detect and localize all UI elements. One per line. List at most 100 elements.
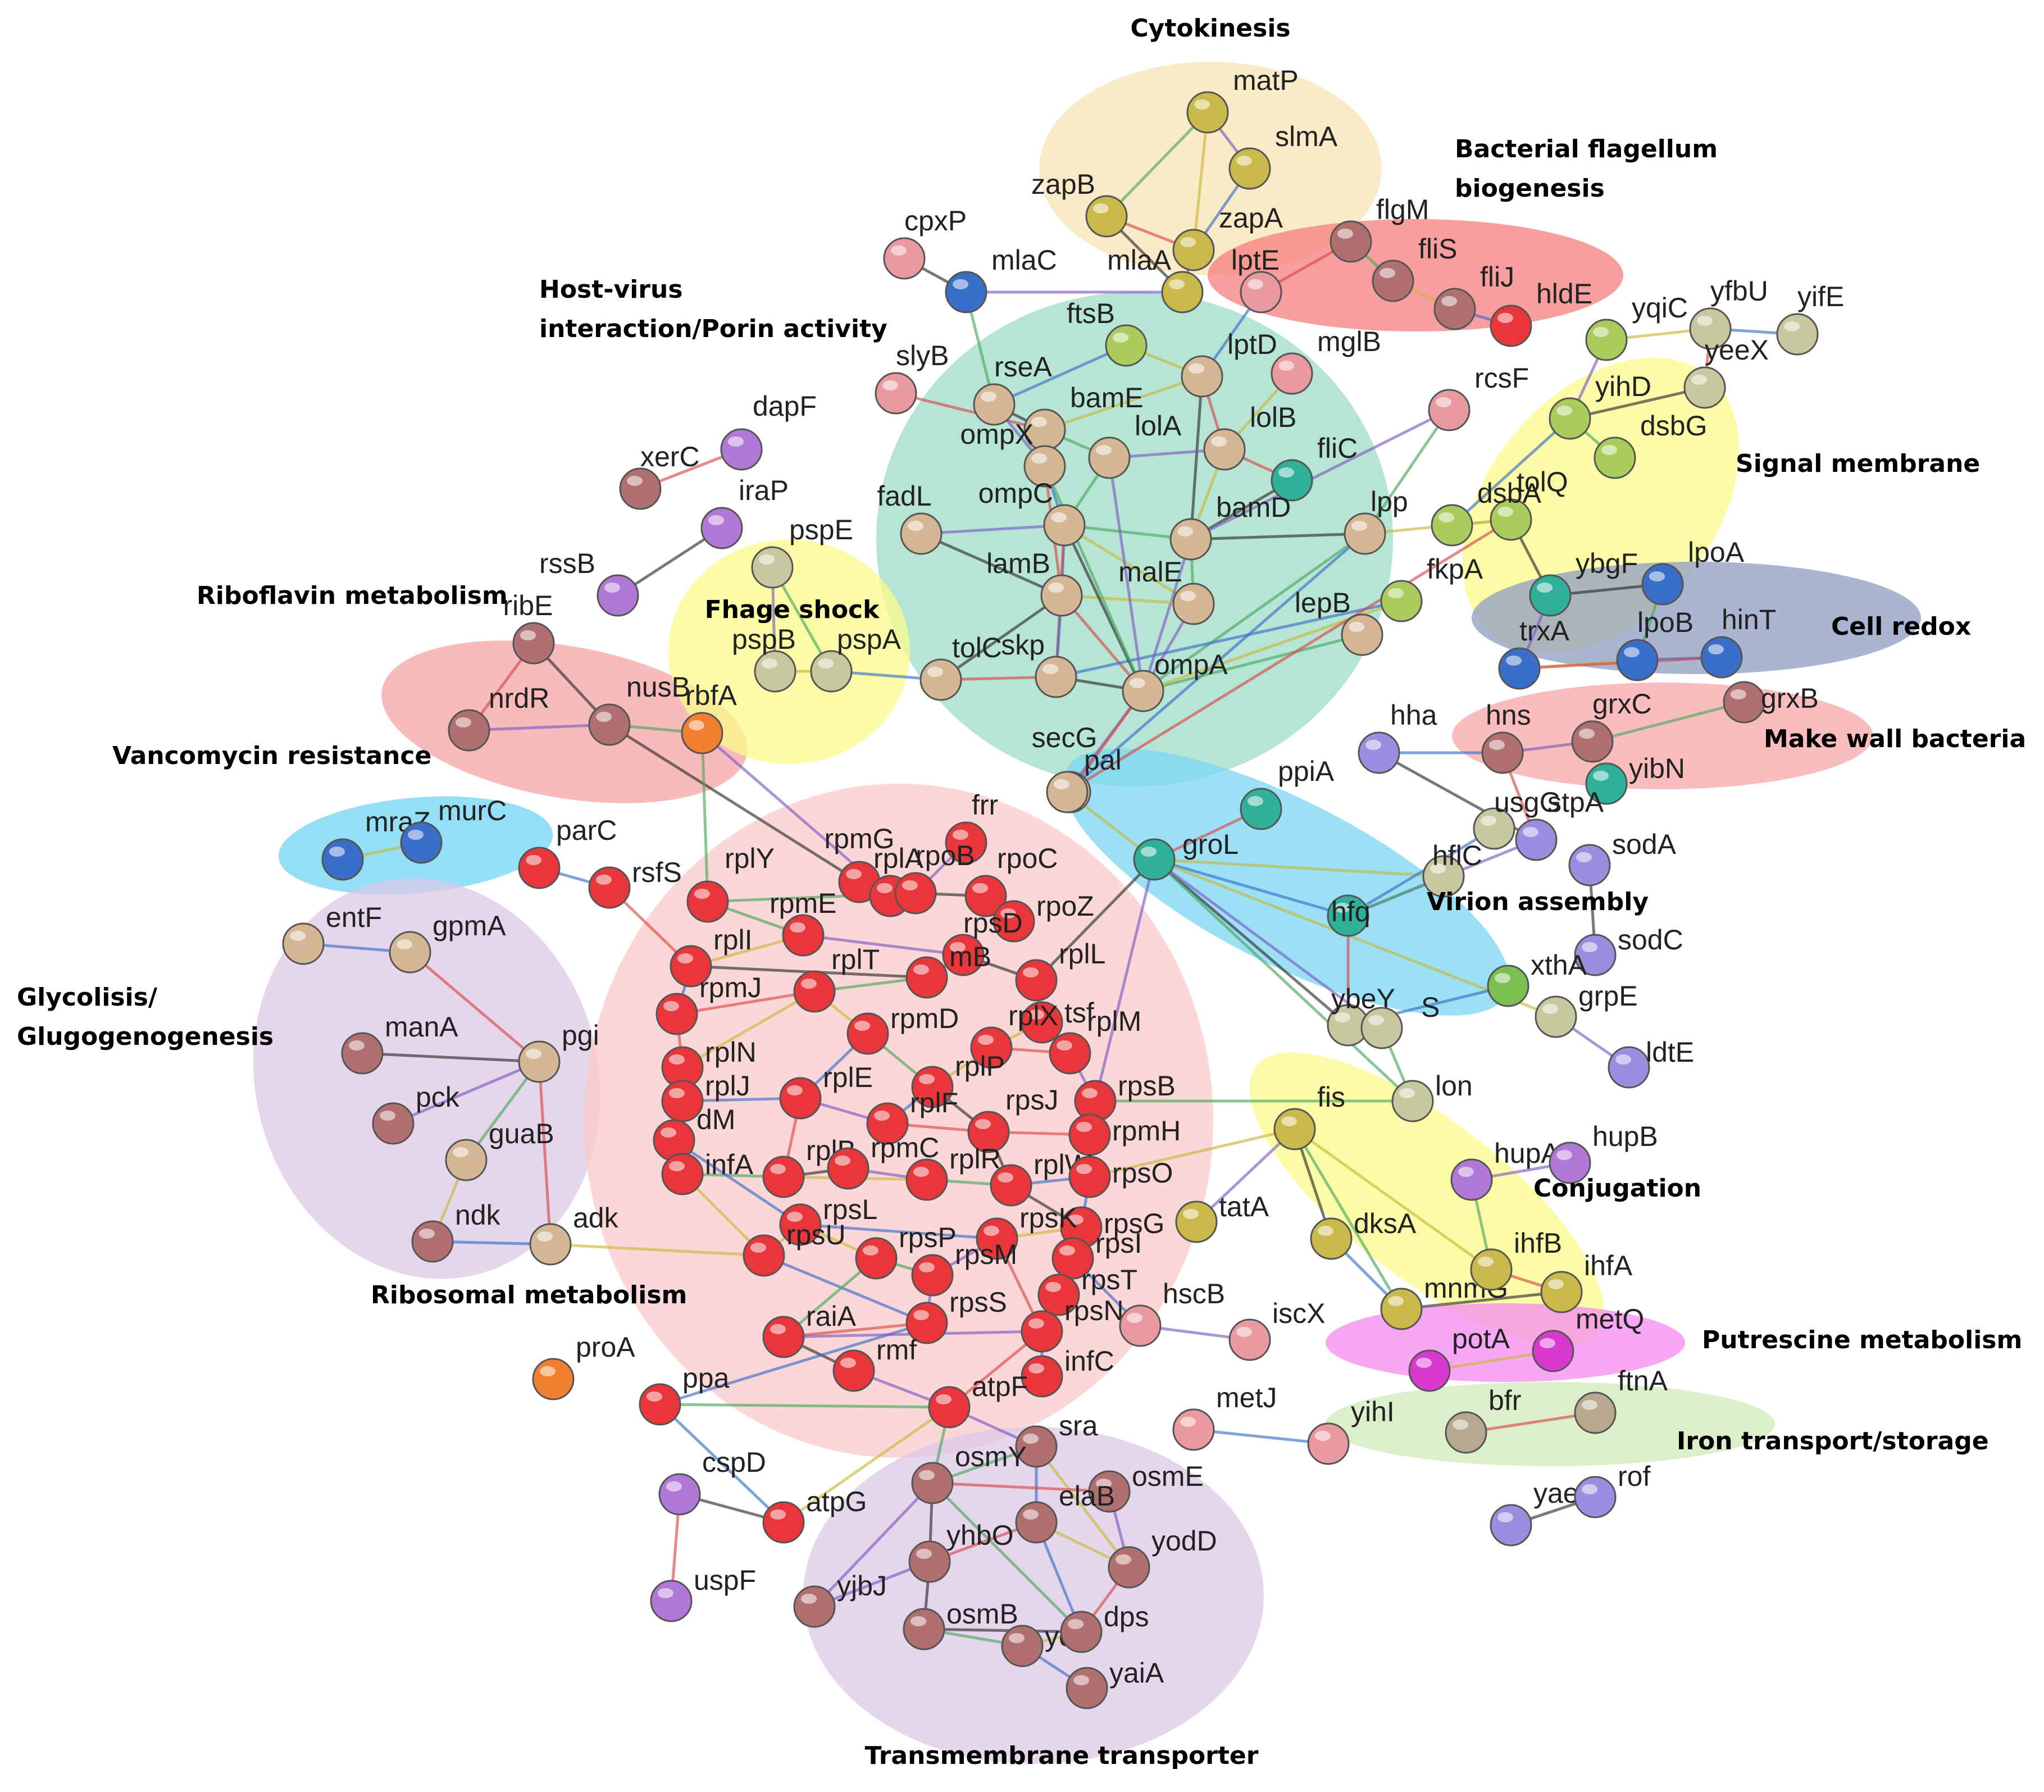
- node-gpmA[interactable]: gpmA: [389, 910, 506, 974]
- node-mlaA[interactable]: mlaA: [1107, 244, 1204, 313]
- node-yifE[interactable]: yifE: [1776, 281, 1844, 356]
- node-pal[interactable]: pal: [1046, 744, 1122, 813]
- node-slmA[interactable]: slmA: [1228, 121, 1338, 190]
- node-rplN[interactable]: rplN: [661, 1036, 757, 1089]
- node-usgG[interactable]: usgG: [1473, 786, 1562, 850]
- node-mglB[interactable]: mglB: [1271, 326, 1381, 395]
- node-hscB[interactable]: hscB: [1119, 1278, 1225, 1347]
- node-ompX[interactable]: ompX: [960, 419, 1066, 488]
- node-yaiA[interactable]: yaiA: [1066, 1657, 1164, 1709]
- node-yihI[interactable]: yihI: [1307, 1396, 1395, 1465]
- node-rpsI[interactable]: rpsI: [1051, 1227, 1142, 1280]
- node-ompA[interactable]: ompA: [1122, 649, 1228, 712]
- node-atpF[interactable]: atpF: [928, 1371, 1028, 1429]
- node-lpoA[interactable]: lpoA: [1641, 536, 1745, 606]
- node-atpG[interactable]: atpG: [762, 1486, 867, 1544]
- node-stpA[interactable]: stpA: [1515, 786, 1604, 861]
- node-hupB[interactable]: hupB: [1549, 1121, 1658, 1184]
- node-lptD[interactable]: lptD: [1181, 329, 1277, 398]
- node-pspB[interactable]: pspB: [732, 624, 796, 693]
- node-rplJ[interactable]: rplJ: [661, 1070, 750, 1122]
- node-rpsJ[interactable]: rpsJ: [967, 1084, 1058, 1153]
- node-rplE[interactable]: rplE: [779, 1062, 873, 1120]
- node-cspD[interactable]: cspD: [658, 1447, 766, 1516]
- node-osmE[interactable]: osmE: [1088, 1461, 1204, 1513]
- node-tsf[interactable]: tsf: [1021, 997, 1094, 1044]
- node-guaB[interactable]: guaB: [445, 1118, 554, 1181]
- node-yhbO[interactable]: yhbO: [908, 1520, 1014, 1583]
- node-skp[interactable]: skp: [1001, 629, 1077, 698]
- node-sodA[interactable]: sodA: [1568, 829, 1677, 886]
- node-mB[interactable]: mB: [905, 941, 991, 999]
- node-rsfS[interactable]: rsfS: [588, 857, 682, 909]
- node-lolB[interactable]: lolB: [1203, 402, 1296, 471]
- node-hflC[interactable]: hflC: [1422, 840, 1482, 898]
- node-infA[interactable]: infA: [661, 1149, 754, 1195]
- node-yeeX[interactable]: yeeX: [1683, 334, 1769, 409]
- node-rpsO[interactable]: rpsO: [1068, 1156, 1173, 1198]
- node-nusB[interactable]: nusB: [588, 671, 690, 746]
- node-rpsB[interactable]: rpsB: [1074, 1070, 1176, 1122]
- node-murC[interactable]: murC: [400, 795, 507, 864]
- node-grxB[interactable]: grxB: [1723, 681, 1819, 724]
- node-lolA[interactable]: lolA: [1088, 410, 1182, 479]
- node-ftsB[interactable]: ftsB: [1067, 298, 1148, 367]
- node-yjbJ[interactable]: yjbJ: [793, 1570, 887, 1628]
- node-rplF[interactable]: rplF: [866, 1087, 958, 1145]
- node-rmf[interactable]: rmf: [832, 1334, 917, 1392]
- node-ppa[interactable]: ppa: [639, 1362, 730, 1426]
- node-fadL[interactable]: fadL: [877, 480, 943, 555]
- node-adk[interactable]: adk: [529, 1202, 619, 1266]
- node-dksA[interactable]: dksA: [1310, 1208, 1417, 1260]
- node-ihfB[interactable]: ihfB: [1470, 1227, 1562, 1291]
- node-ppiA[interactable]: ppiA: [1240, 756, 1335, 830]
- node-rpmJ[interactable]: rpmJ: [655, 972, 762, 1035]
- node-rpsT[interactable]: rpsT: [1037, 1264, 1137, 1316]
- node-rplI[interactable]: rplI: [670, 924, 752, 988]
- node-rplW[interactable]: rplW: [990, 1149, 1092, 1207]
- node-rcsF[interactable]: rcsF: [1428, 362, 1529, 431]
- node-rplL[interactable]: rplL: [1015, 938, 1105, 1002]
- node-fliS[interactable]: fliS: [1372, 233, 1457, 302]
- node-ndk[interactable]: ndk: [411, 1199, 501, 1263]
- node-rplP[interactable]: rplP: [911, 1050, 1005, 1108]
- node-ihfA[interactable]: ihfA: [1540, 1250, 1633, 1313]
- node-yihD[interactable]: yihD: [1549, 371, 1651, 440]
- node-pgi[interactable]: pgi: [518, 1020, 599, 1083]
- node-fkpA[interactable]: fkpA: [1380, 553, 1483, 622]
- node-rplM[interactable]: rplM: [1049, 1006, 1141, 1075]
- node-rpmC[interactable]: rpmC: [827, 1132, 939, 1190]
- node-entF[interactable]: entF: [282, 902, 382, 965]
- node-dM[interactable]: dM: [653, 1104, 735, 1162]
- node-rpmE[interactable]: rpmE: [770, 888, 836, 957]
- node-tatA[interactable]: tatA: [1175, 1191, 1269, 1243]
- node-hha[interactable]: hha: [1358, 699, 1437, 774]
- node-metJ[interactable]: metJ: [1172, 1382, 1277, 1451]
- node-groL[interactable]: groL: [1133, 829, 1239, 881]
- node-pck[interactable]: pck: [372, 1081, 460, 1145]
- node-tolC[interactable]: tolC: [919, 632, 1002, 701]
- node-fis[interactable]: fis: [1273, 1081, 1345, 1150]
- node-rpsS[interactable]: rpsS: [905, 1286, 1007, 1344]
- node-rpsK[interactable]: rpsK: [976, 1202, 1077, 1260]
- node-dapF[interactable]: dapF: [720, 390, 817, 471]
- node-rseA[interactable]: rseA: [973, 351, 1052, 426]
- node-ldtE[interactable]: ldtE: [1608, 1036, 1694, 1089]
- node-fliC[interactable]: fliC: [1271, 433, 1358, 502]
- node-manA[interactable]: manA: [341, 1011, 458, 1075]
- node-rpoC[interactable]: rpoC: [964, 843, 1058, 917]
- node-rplT[interactable]: rplT: [793, 944, 880, 1013]
- node-zapB[interactable]: zapB: [1031, 169, 1128, 238]
- node-xerC[interactable]: xerC: [619, 441, 700, 510]
- node-lon[interactable]: lon: [1391, 1070, 1473, 1122]
- node-uspF[interactable]: uspF: [650, 1564, 756, 1622]
- node-grpE[interactable]: grpE: [1535, 980, 1638, 1038]
- node-rpsN[interactable]: rpsN: [1021, 1295, 1124, 1353]
- node-raiA[interactable]: raiA: [762, 1300, 857, 1358]
- node-metQ[interactable]: metQ: [1532, 1303, 1644, 1372]
- node-iraP[interactable]: iraP: [700, 475, 789, 549]
- node-lamB[interactable]: lamB: [986, 548, 1083, 617]
- node-potA[interactable]: potA: [1408, 1323, 1510, 1392]
- node-rpsP[interactable]: rpsP: [855, 1222, 957, 1280]
- node-xthA[interactable]: xthA: [1487, 949, 1587, 1007]
